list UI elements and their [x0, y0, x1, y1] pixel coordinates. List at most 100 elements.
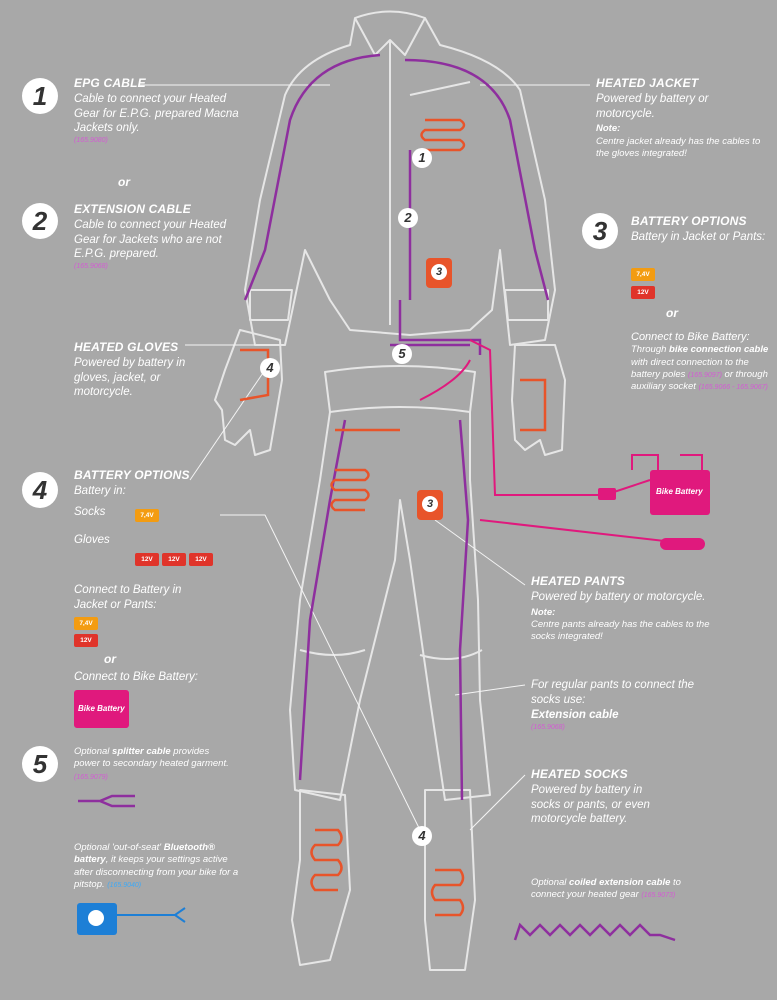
gloves-12v-badge-1: 12V: [135, 553, 159, 566]
aux-plug: [660, 538, 705, 550]
marker-3-pants: 3: [422, 496, 438, 512]
connect-12v-badge: 12V: [74, 634, 98, 647]
bike-connect-mid1: Through: [631, 344, 670, 356]
left-glove: [214, 329, 283, 456]
right-glove-heater: [520, 378, 547, 432]
coiled-text: to connect your heated gear: [531, 877, 681, 901]
heated-jacket-note-label: Note:: [596, 123, 621, 135]
battery-74v-badge: 7,4V: [631, 268, 655, 281]
heated-gloves-block: HEATED GLOVES Powered by battery in glov…: [74, 340, 204, 400]
jacket-lower-cable: [398, 300, 482, 355]
gloves-12v-badge-2: 12V: [162, 553, 186, 566]
left-sock-heater: [310, 828, 343, 892]
pants-left-leg-cable: [298, 419, 347, 781]
leader-socks: [469, 774, 526, 831]
heated-jacket-block: HEATED JACKET Powered by battery or moto…: [596, 76, 761, 161]
jacket-sleeve-cable-right: [404, 58, 550, 301]
marker-1-jacket: 1: [412, 148, 432, 168]
leader-regular: [454, 684, 526, 696]
jacket-sleeve-cable-left: [243, 53, 381, 301]
pants-waist: [324, 365, 476, 413]
socks-label: Socks: [74, 506, 106, 518]
outline-group: [140, 10, 590, 971]
splitter-icon: [78, 794, 135, 808]
connect-bike-battery-label: Connect to Bike Battery:: [74, 671, 199, 683]
or-label-1: or: [118, 175, 130, 189]
splitter-pre: Optional: [74, 746, 113, 757]
extension-cable-text: Cable to connect your Heated Gear for Ja…: [74, 218, 227, 261]
heated-pants-title: HEATED PANTS: [531, 574, 625, 588]
step-5-badge: 5: [22, 746, 58, 782]
extension-cable-code: (165.9068): [74, 263, 108, 271]
marker-4-gloves: 4: [260, 358, 280, 378]
bike-connect-mid2: with direct connection to the battery po…: [631, 356, 749, 380]
left-sock: [291, 789, 351, 966]
bike-battery-label-top: Bike Battery: [652, 472, 708, 512]
bike-connector: [598, 488, 616, 500]
pants-heater-thigh: [330, 468, 370, 512]
pants-outline: [289, 411, 491, 801]
regular-pants-bold: Extension cable: [531, 708, 619, 721]
heated-socks-title: HEATED SOCKS: [531, 767, 628, 781]
bike-connect-code1: (165.9097): [688, 371, 722, 379]
bluetooth-battery-graphic: [77, 903, 186, 935]
battery-12v-badge: 12V: [631, 286, 655, 299]
jacket-left-cuff: [249, 289, 293, 321]
pants-battery-pack: 3: [417, 490, 443, 520]
bike-cable-main: [469, 339, 651, 496]
gloves-12v-badge-3: 12V: [189, 553, 213, 566]
right-sock: [424, 789, 476, 971]
connect-battery-jacket-pants: Connect to Battery in Jacket or Pants:: [74, 584, 182, 611]
splitter-cable-block: Optional splitter cable provides power t…: [74, 746, 234, 783]
right-glove: [511, 344, 566, 456]
battery-options-jacket-block: BATTERY OPTIONS Battery in Jacket or Pan…: [631, 214, 771, 245]
heated-socks-block: HEATED SOCKS Powered by battery in socks…: [531, 767, 666, 827]
jacket-outline: [244, 10, 556, 346]
battery-options-jacket-title: BATTERY OPTIONS: [631, 214, 747, 228]
extension-cable-block: EXTENSION CABLE Cable to connect your He…: [74, 202, 244, 272]
bluetooth-bold: Bluetooth® battery: [74, 842, 216, 866]
bluetooth-code: (165.9040): [107, 882, 142, 890]
bike-connect-end: or through auxiliary socket: [631, 368, 768, 393]
coiled-bold: coiled extension cable: [569, 877, 671, 888]
step-2-badge: 2: [22, 203, 58, 239]
gloves-label: Gloves: [74, 534, 110, 546]
leader-socks-batt: [220, 514, 421, 831]
splitter-bold: splitter cable: [112, 746, 171, 757]
right-sock-heater: [430, 868, 465, 917]
coiled-pre: Optional: [531, 877, 570, 888]
heating-elements: [239, 118, 547, 917]
step-4-badge: 4: [22, 472, 58, 508]
heated-jacket-text: Powered by battery or motorcycle.: [596, 92, 709, 120]
bluetooth-pre: Optional 'out-of-seat': [74, 842, 164, 853]
coiled-cable: [513, 922, 676, 942]
bike-connect-code2: (165.9066 - 165.9067): [698, 384, 768, 392]
or-label-4: or: [104, 652, 116, 666]
heated-gloves-text: Powered by battery in gloves, jacket, or…: [74, 356, 186, 399]
heated-socks-text: Powered by battery in socks or pants, or…: [531, 783, 650, 826]
splitter-code: (165.9079): [74, 773, 108, 781]
step-3-badge: 3: [582, 213, 618, 249]
heated-pants-note-label: Note:: [531, 606, 556, 618]
step-1-badge: 1: [22, 78, 58, 114]
heated-pants-text: Powered by battery or motorcycle.: [531, 590, 706, 603]
marker-5-splitter: 5: [392, 344, 412, 364]
or-label-3: or: [666, 306, 678, 320]
battery-options-gloves-text: Battery in:: [74, 484, 126, 497]
heated-pants-note: Centre pants already has the cables to t…: [531, 618, 710, 643]
heated-jacket-title: HEATED JACKET: [596, 76, 699, 90]
jacket-right-cuff: [504, 289, 549, 321]
epg-cable-block: EPG CABLE Cable to connect your Heated G…: [74, 76, 244, 146]
heated-jacket-note: Centre jacket already has the cables to …: [596, 135, 761, 160]
marker-2-jacket: 2: [398, 208, 418, 228]
coiled-code: (165.9073): [641, 892, 676, 900]
extension-cable-title: EXTENSION CABLE: [74, 202, 192, 216]
bike-connect-block: Connect to Bike Battery: Through bike co…: [631, 330, 771, 394]
coiled-cable-block: Optional coiled extension cable to conne…: [531, 877, 681, 902]
bike-connect-pre: Connect to Bike Battery:: [631, 331, 750, 343]
regular-pants-block: For regular pants to connect the socks u…: [531, 678, 706, 732]
jacket-heater: [420, 118, 466, 152]
bike-connect-bold: bike connection cable: [669, 344, 769, 356]
marker-3-jacket: 3: [431, 264, 447, 280]
jacket-collar: [354, 17, 426, 56]
